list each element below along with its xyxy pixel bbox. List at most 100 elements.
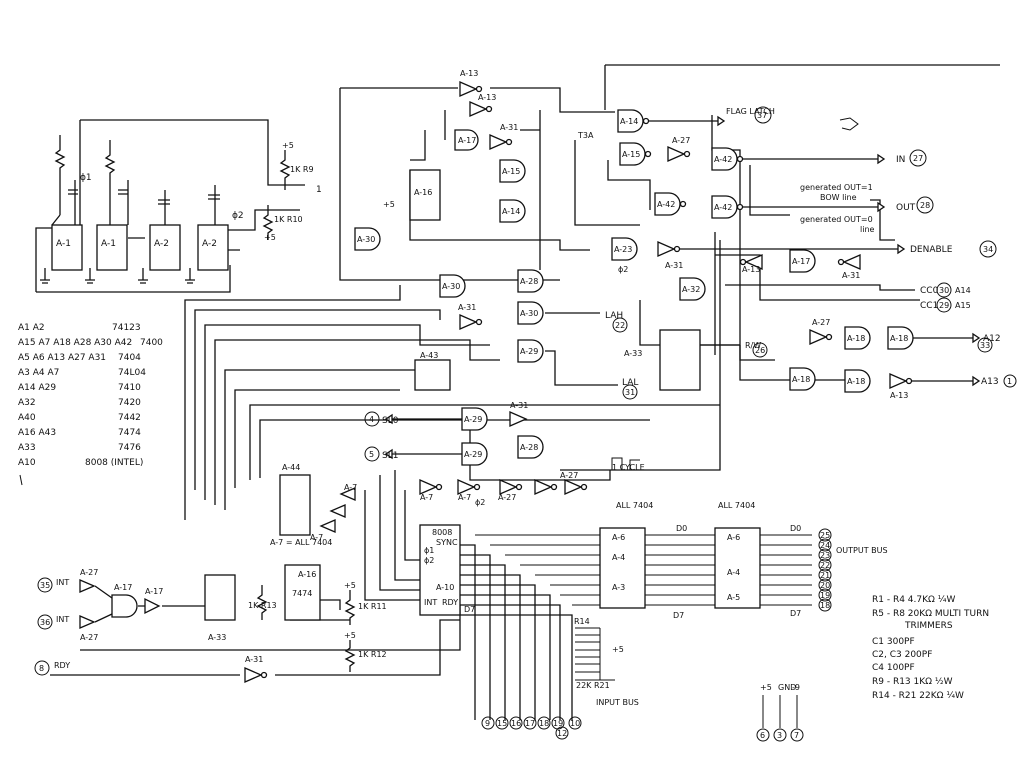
label-lah: LAH	[605, 311, 623, 321]
one-shot-section: A-1 A-1 A-2 A-2 ϕ1 ϕ2 1K R9 1K R10 +5	[35, 119, 322, 293]
r10-label: 1K R10	[274, 215, 303, 224]
buf2-a4: A-4	[727, 568, 740, 577]
label-a7-left2: A-7	[310, 533, 323, 542]
pin-int1: 35	[40, 581, 50, 590]
plus5-r10: +5	[264, 233, 276, 242]
parts-row-4-chips: A14 A29	[18, 383, 56, 393]
voltage-1: GND	[778, 683, 796, 692]
label-a13: A13	[981, 377, 999, 387]
input-pin-0: 9	[485, 719, 490, 728]
label-rw: R/W	[745, 341, 761, 350]
label-rdy: RDY	[54, 661, 70, 670]
buf2-a5: A-5	[727, 593, 740, 602]
gates-mid-right: A-23 ϕ2 A-31 DENABLE 34 A-13 A-17 A-31 A…	[611, 237, 1017, 400]
plus5-r9: +5	[282, 141, 294, 150]
parts-row-7-type: 7474	[118, 428, 141, 438]
parts-row-2-chips: A5 A6 A13 A27 A31	[18, 353, 106, 363]
label-rdy-pin: RDY	[442, 598, 458, 607]
label-out: OUT	[896, 203, 916, 213]
buf2-a6: A-6	[727, 533, 740, 542]
label-a27-int: A-27	[80, 568, 98, 577]
note-generated-out1: generated OUT=1	[800, 183, 873, 192]
label-int2: INT	[56, 615, 69, 624]
label-a7-b: A-7	[458, 493, 471, 502]
label-a27-chain2: A-27	[560, 471, 578, 480]
pin-sl1: 5	[369, 450, 374, 459]
label-lal: LAL	[622, 378, 638, 388]
label-a14-top: A-14	[620, 117, 638, 126]
label-sl1: SL1	[382, 451, 398, 461]
data-buffers: ALL 7404 ALL 7404 A-6 A-4 A-3 A-6 A-4 A-…	[464, 501, 888, 740]
chip-a2-second-label: A-2	[202, 239, 217, 249]
label-d7-c: D7	[464, 605, 475, 614]
label-a12: A12	[983, 334, 1001, 344]
output-pin-7: 18	[820, 601, 830, 610]
pin-d-enable: 34	[983, 245, 993, 254]
note-all-7404: A-7 = ALL 7404	[270, 538, 332, 547]
note-0: R1 - R4 4.7KΩ ¼W	[872, 595, 955, 605]
wiring	[50, 64, 1000, 720]
label-a10: A-10	[436, 583, 454, 592]
gate-a17-top	[454, 129, 479, 151]
parts-row-6-chips: A40	[18, 413, 36, 423]
pin-rw: 26	[755, 346, 765, 355]
component-notes: R1 - R4 4.7KΩ ¼W R5 - R8 20KΩ MULTI TURN…	[872, 595, 989, 701]
phi2-cpu: ϕ2	[424, 556, 434, 565]
output-pin-2: 23	[820, 551, 830, 560]
label-a31-top: A-31	[500, 123, 518, 132]
parts-row-8-chips: A33	[18, 443, 36, 453]
inverter-a13-top	[459, 81, 478, 97]
label-r21: 22K R21	[576, 681, 610, 690]
parts-row-5-chips: A32	[18, 398, 36, 408]
label-a16-bottom: A-16	[298, 570, 316, 579]
input-pin-5: 19	[553, 719, 563, 728]
r9-label: 1K R9	[290, 165, 314, 174]
input-pin-4: 18	[539, 719, 549, 728]
power-pin-2: 7	[794, 731, 799, 740]
label-a18-b: A-18	[890, 334, 908, 343]
label-a30-left: A-30	[357, 235, 375, 244]
note-generated-out0-b: line	[860, 225, 875, 234]
buffer-block-2	[714, 527, 761, 609]
chip-a33-bottom	[204, 574, 236, 621]
suffix-cc0: A14	[955, 286, 971, 295]
label-d0-b: D0	[790, 524, 801, 533]
note-6: R9 - R13 1KΩ ½W	[872, 677, 953, 687]
label-r13: 1K R13	[248, 601, 277, 610]
output-pin-3: 22	[820, 561, 830, 570]
label-r12: 1K R12	[358, 650, 387, 659]
label-a23: A-23	[614, 245, 632, 254]
label-a30-mid2: A-30	[520, 309, 538, 318]
label-a15-mid: A-15	[502, 167, 520, 176]
input-pin-1: 15	[497, 719, 507, 728]
chip-a33-top	[659, 329, 701, 391]
pin-cc1: 29	[939, 301, 949, 310]
plus5-r11: +5	[344, 581, 356, 590]
label-a27-top: A-27	[672, 136, 690, 145]
label-a32: A-32	[682, 285, 700, 294]
chip-a43	[414, 359, 451, 391]
label-t3a: T3A	[577, 131, 594, 140]
chip-a16-bottom	[284, 564, 321, 621]
label-a18-a: A-18	[847, 334, 865, 343]
label-r14: R14	[574, 617, 590, 626]
label-a13-low: A-13	[890, 391, 908, 400]
label-a33-bottom: A-33	[208, 633, 226, 642]
label-a17-mid: A-17	[792, 257, 810, 266]
label-in: IN	[896, 155, 905, 165]
parts-row-9-type: 8008 (INTEL)	[85, 458, 143, 468]
input-pin-3: 17	[525, 719, 535, 728]
label-d7-a: D7	[673, 611, 684, 620]
phi1-label: ϕ1	[80, 173, 92, 183]
note-generated-out1-b: BOW line	[820, 193, 857, 202]
parts-row-1-chips: A15 A7 A18 A28 A30 A42	[18, 338, 132, 348]
label-flag-latch: FLAG LATCH	[726, 107, 775, 116]
label-int-pin: INT	[424, 598, 437, 607]
phi2-a23: ϕ2	[618, 265, 628, 274]
buf1-a3: A-3	[612, 583, 625, 592]
cpu-section: A-44 A-7 = ALL 7404 A-10 8008 INT RDY SY…	[204, 463, 461, 672]
label-a29-sl1: A-29	[464, 450, 482, 459]
power-pins: +5 GND -9 6 3 7	[756, 683, 804, 742]
label-a29-mid: A-29	[520, 347, 538, 356]
